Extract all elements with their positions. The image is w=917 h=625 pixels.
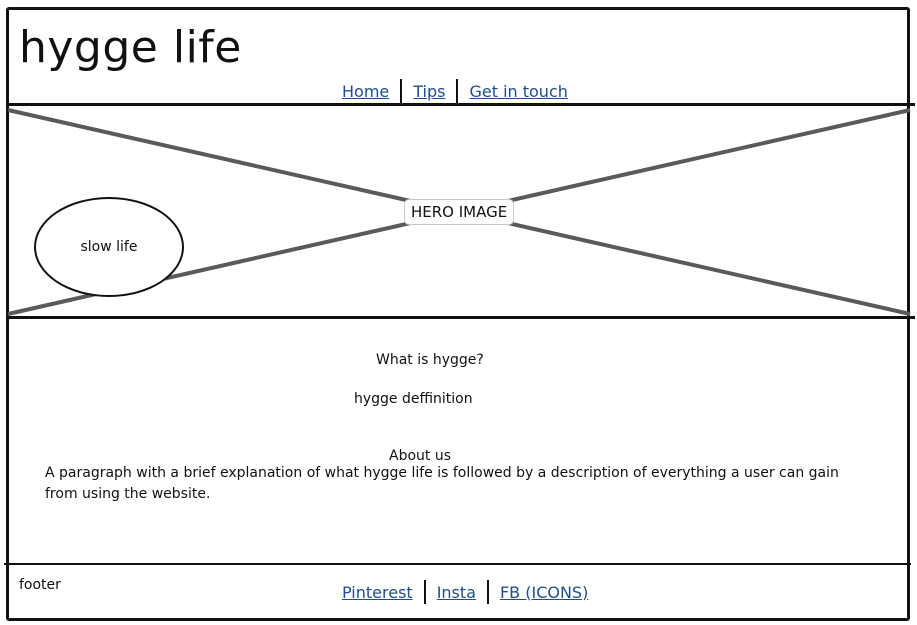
slow-life-label: slow life: [80, 239, 138, 255]
hero-divider: [6, 316, 915, 319]
main-nav: Home Tips Get in touch: [336, 78, 574, 104]
footer-separator: [486, 580, 489, 604]
footer-divider: [4, 563, 911, 565]
nav-link-home[interactable]: Home: [342, 81, 390, 101]
nav-link-tips[interactable]: Tips: [413, 81, 446, 101]
footer-link-fb-icons[interactable]: FB (ICONS): [499, 582, 589, 602]
hero-image-label: HERO IMAGE: [404, 199, 515, 225]
about-heading: About us: [389, 448, 452, 464]
nav-separator: [400, 79, 403, 103]
footer-links: Pinterest Insta FB (ICONS): [336, 579, 594, 605]
nav-separator: [456, 79, 459, 103]
about-paragraph: A paragraph with a brief explanation of …: [45, 465, 839, 502]
hero-image-placeholder: HERO IMAGE: [6, 106, 912, 317]
footer-separator: [423, 580, 426, 604]
site-title: hygge life: [19, 22, 242, 73]
question-heading: What is hygge?: [376, 352, 484, 368]
slow-life-circle: slow life: [34, 197, 184, 297]
footer-link-insta[interactable]: Insta: [436, 582, 476, 602]
header-divider: [6, 103, 915, 106]
definition-text: hygge deffinition: [354, 391, 473, 407]
footer-link-pinterest[interactable]: Pinterest: [342, 582, 413, 602]
footer-label: footer: [19, 577, 61, 593]
nav-link-get-in-touch[interactable]: Get in touch: [469, 81, 568, 101]
